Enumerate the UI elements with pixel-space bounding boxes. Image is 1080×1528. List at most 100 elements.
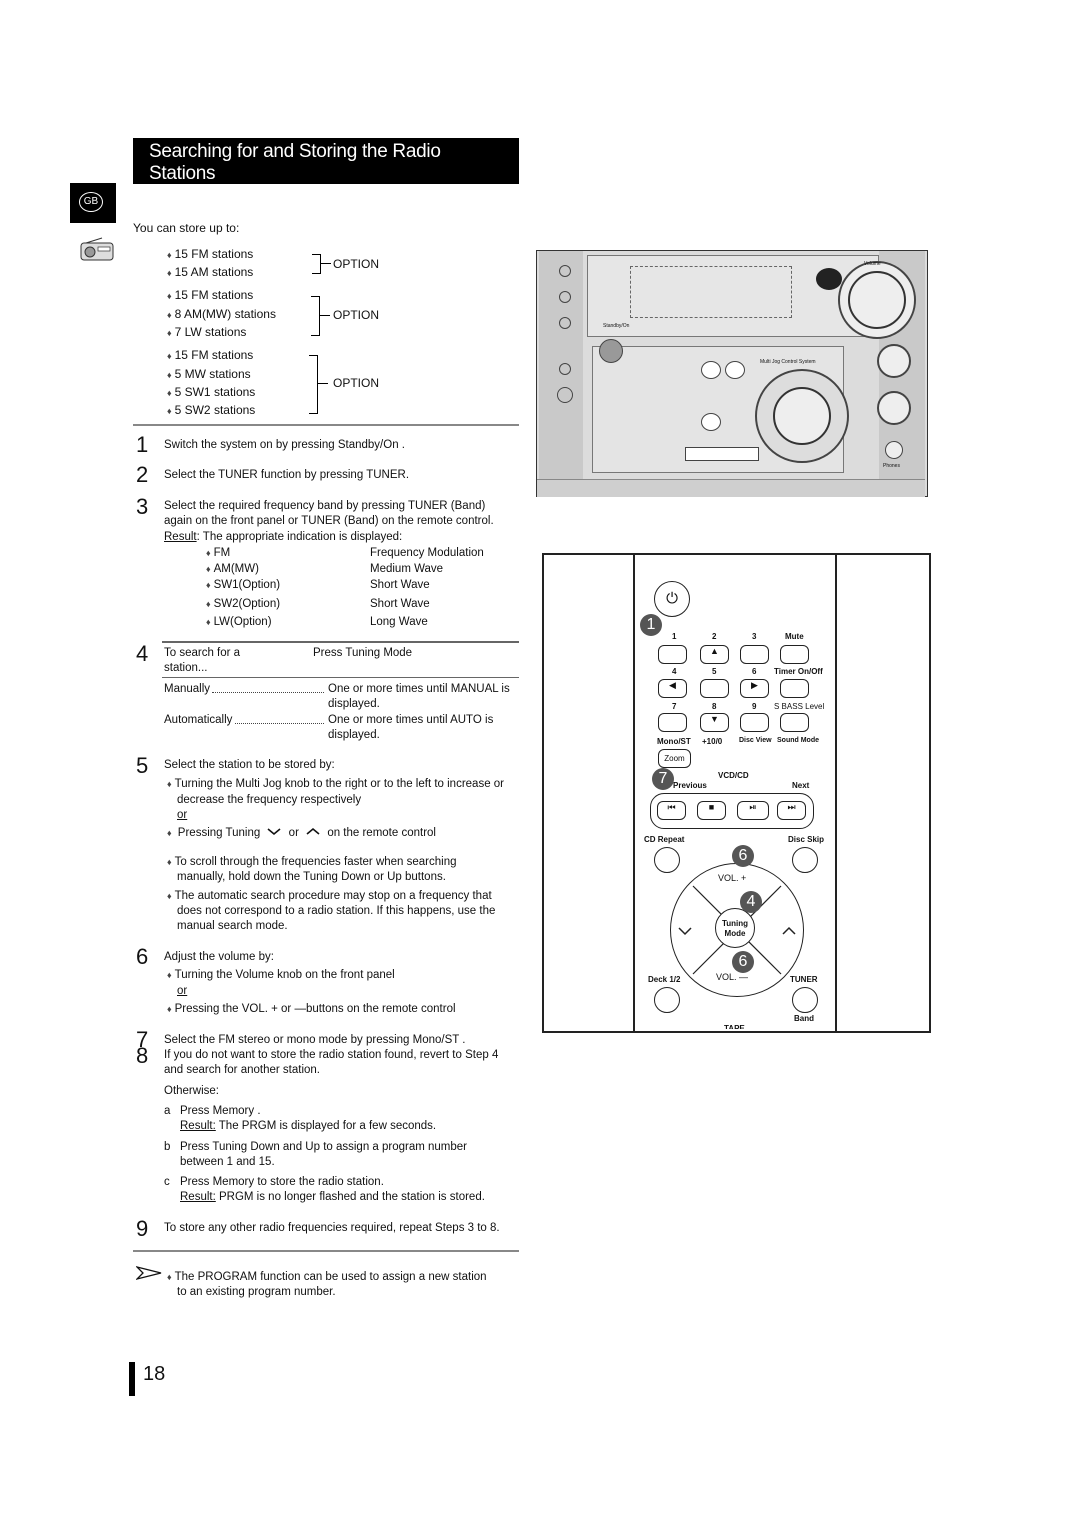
zoom-button[interactable]: Zoom — [658, 749, 691, 768]
step8-b-line2: between 1 and 15. — [180, 1156, 275, 1168]
step5-or: or — [177, 809, 188, 821]
step3-line1: Select the required frequency band by pr… — [164, 500, 486, 512]
option3-tick — [318, 383, 328, 384]
tuning-mode-button[interactable]: Tuning Mode — [715, 908, 755, 948]
note-line2: to an existing program number. — [177, 1286, 336, 1298]
step-number: 5 — [136, 753, 149, 778]
step6-b1: Turning the Volume knob on the front pan… — [167, 969, 395, 981]
manual-text1: One or more times until MANUAL is — [328, 683, 510, 695]
key-label: Disc View — [739, 737, 772, 744]
standby-on-button[interactable] — [599, 339, 623, 363]
multi-jog-label: Multi Jog Control System — [760, 359, 816, 365]
deck-button[interactable] — [654, 987, 680, 1013]
step5-text: Select the station to be stored by: — [164, 759, 335, 771]
remote-illustration: ⏻ 1 1 2 3 Mute ▲ 4 5 6 Timer On/Off ◀ ▶ … — [542, 553, 931, 1033]
cd-repeat-button[interactable] — [654, 847, 680, 873]
multi-jog-knob[interactable] — [755, 369, 849, 463]
direction-pad[interactable]: Tuning Mode — [670, 863, 804, 997]
title-line-2: Stations — [149, 163, 216, 184]
result-text: The PRGM is displayed for a few seconds. — [215, 1120, 437, 1132]
title-line-1: Searching for and Storing the Radio — [149, 141, 441, 162]
manual-text2: displayed. — [328, 698, 380, 710]
key-label: Timer On/Off — [774, 667, 823, 676]
callout-7: 7 — [652, 768, 674, 790]
step-number: 8 — [136, 1043, 149, 1068]
step4-head-left2: station... — [164, 662, 208, 674]
step-number: 2 — [136, 462, 149, 487]
option2-bracket — [311, 296, 320, 336]
stop-button[interactable]: ■ — [697, 801, 726, 820]
tape-label: TAPE — [724, 1024, 745, 1029]
mute-button[interactable] — [780, 645, 809, 664]
timer-onoff-button[interactable] — [559, 291, 571, 303]
tuner-button[interactable] — [701, 361, 721, 379]
auto-text1: One or more times until AUTO is — [328, 714, 494, 726]
key-7[interactable] — [658, 713, 687, 732]
step6-text: Adjust the volume by: — [164, 951, 274, 963]
transport-buttons[interactable] — [685, 447, 759, 461]
callout-6-top: 6 — [732, 845, 754, 867]
key-9[interactable] — [740, 713, 769, 732]
volume-knob[interactable]: Volume — [838, 261, 916, 339]
band-label: Band — [794, 1014, 814, 1023]
timer-clock-button[interactable] — [559, 265, 571, 277]
step9-text: To store any other radio frequencies req… — [164, 1222, 500, 1234]
divider — [133, 1250, 519, 1252]
divider — [162, 641, 519, 643]
key-label: 3 — [752, 632, 757, 641]
page-number: 18 — [143, 1363, 166, 1385]
key-3[interactable] — [740, 645, 769, 664]
phones-label: Phones — [883, 463, 900, 469]
option1-bracket — [312, 254, 321, 274]
step5-b4-line1: The automatic search procedure may stop … — [167, 890, 492, 902]
step8-b-line1: Press Tuning Down and Up to assign a pro… — [180, 1141, 468, 1153]
page-title: Searching for and Storing the Radio Stat… — [133, 138, 519, 184]
option3-item2: 5 MW stations — [167, 367, 251, 381]
sleep-button[interactable] — [559, 317, 571, 329]
next-button[interactable]: ⏭ — [777, 801, 806, 820]
vol-plus-label: VOL. + — [718, 873, 747, 883]
sbass-level-button[interactable] — [780, 713, 809, 732]
panel-bottom — [537, 479, 925, 497]
step8-otherwise: Otherwise: — [164, 1085, 219, 1097]
result-label: Result — [164, 531, 197, 543]
leader-dots — [235, 723, 324, 724]
key-label: +10/0 — [702, 737, 723, 746]
band-code: FM — [206, 547, 231, 559]
step8-b-letter: b — [164, 1141, 171, 1153]
band-desc: Long Wave — [370, 616, 428, 628]
disc-skip-button[interactable] — [792, 847, 818, 873]
mic-jack[interactable] — [557, 387, 573, 403]
power-icon[interactable]: ⏻ — [654, 581, 690, 617]
tuning-mode-label: Tuning Mode — [721, 919, 749, 938]
key-1[interactable] — [658, 645, 687, 664]
play-pause-button[interactable]: ⏯ — [737, 801, 769, 820]
step-number: 3 — [136, 494, 149, 519]
timer-onoff-button[interactable] — [780, 679, 809, 698]
step8-a-text: Press Memory . — [180, 1105, 261, 1117]
multi-jog-inner — [773, 387, 831, 445]
key-4-left[interactable]: ◀ — [658, 679, 687, 698]
step8-c-result: Result: PRGM is no longer flashed and th… — [180, 1191, 485, 1203]
step-number: 7 — [136, 1027, 149, 1052]
mic-knob[interactable] — [877, 344, 911, 378]
step8-line1: If you do not want to store the radio st… — [164, 1049, 499, 1061]
phones-jack[interactable] — [885, 441, 903, 459]
key-6-right[interactable]: ▶ — [740, 679, 769, 698]
callout-1: 1 — [640, 614, 662, 636]
echo-knob[interactable] — [877, 391, 911, 425]
key-5[interactable] — [700, 679, 729, 698]
standby-label: Standby/On — [603, 323, 630, 329]
step6-or: or — [177, 985, 188, 997]
tuning-down-icon — [678, 927, 692, 936]
key-2-up[interactable]: ▲ — [700, 645, 729, 664]
note-arrow-icon — [136, 1266, 162, 1280]
step7-text: Select the FM stereo or mono mode by pre… — [164, 1034, 466, 1046]
prev-button[interactable]: ⏮ — [657, 801, 686, 820]
tuner-band-button[interactable] — [792, 987, 818, 1013]
tape-button[interactable] — [701, 413, 721, 431]
aux-button[interactable] — [725, 361, 745, 379]
prev-label: Previous — [673, 781, 707, 790]
key-8-down[interactable]: ▼ — [700, 713, 729, 732]
indicator — [559, 363, 571, 375]
